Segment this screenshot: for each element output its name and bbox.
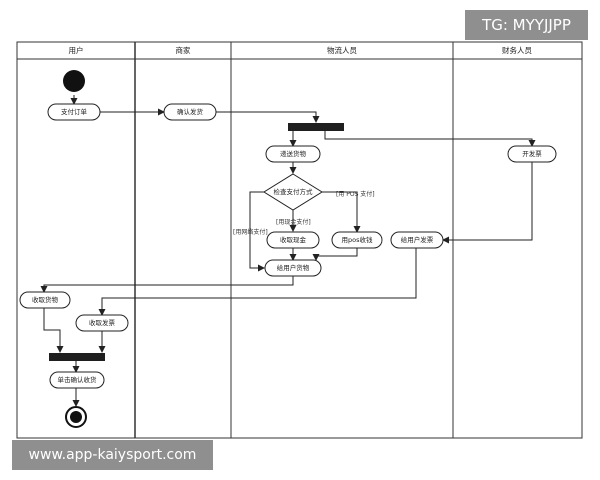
guard-cash: [用现金支付] <box>276 218 311 226</box>
action-issue-invoice-label: 开发票 <box>522 149 542 158</box>
action-give-invoice-label: 给用户发票 <box>401 235 434 244</box>
lane-header-user: 用户 <box>69 45 84 55</box>
action-give-invoice <box>390 231 444 249</box>
guard-pos: [用 POS 支付] <box>336 190 375 198</box>
edges <box>40 95 536 407</box>
action-confirm-ship <box>163 103 217 121</box>
action-receive-invoice <box>75 314 129 332</box>
watermark-bottom: www.app-kaiysport.com <box>12 440 213 470</box>
action-pos-payment <box>331 231 383 249</box>
action-confirm-receipt-label: 单击确认收货 <box>58 375 98 384</box>
action-pay-order-label: 支付订单 <box>61 107 88 116</box>
action-give-goods-label: 给用户货物 <box>277 263 310 272</box>
edge-decision-to-online <box>249 191 265 272</box>
lane-header-finance: 财务人员 <box>502 45 532 55</box>
action-pay-order <box>47 103 101 121</box>
action-collect-cash <box>266 231 320 249</box>
watermark-top: TG: MYYJJPP <box>465 10 588 40</box>
decision-check-payment-label: 检查支付方式 <box>274 187 314 196</box>
edge-confirm-ship-to-fork <box>216 111 320 123</box>
action-issue-invoice <box>507 145 557 163</box>
join-bar <box>49 353 105 361</box>
lane-header-merchant: 商家 <box>176 45 191 55</box>
action-give-goods <box>264 259 322 277</box>
action-deliver-goods-label: 递送货物 <box>280 149 307 158</box>
action-collect-cash-label: 收取现金 <box>280 235 307 244</box>
action-pos-payment-label: 用pos收钱 <box>342 235 373 244</box>
start-node <box>63 70 85 92</box>
edge-receive-goods-to-join <box>43 308 64 353</box>
guard-online: [用网络支付] <box>233 228 268 236</box>
swimlane-frame <box>16 41 583 439</box>
action-receive-goods <box>19 291 71 309</box>
edge-decision-to-pos <box>322 191 361 233</box>
action-confirm-ship-label: 确认发货 <box>177 107 204 116</box>
edge-fork-to-invoice <box>324 131 536 147</box>
end-node <box>65 406 87 428</box>
lane-header-logistics: 物流人员 <box>327 45 357 55</box>
edge-pos-to-give-goods <box>312 248 358 261</box>
edge-invoice-to-give-invoice <box>442 162 533 244</box>
edge-give-goods-to-receive-goods <box>40 276 294 293</box>
action-receive-goods-label: 收取货物 <box>32 295 59 304</box>
edge-give-invoice-to-receive-invoice <box>98 248 417 316</box>
action-confirm-receipt <box>49 371 105 389</box>
action-deliver-goods <box>265 145 321 163</box>
fork-bar <box>288 123 344 131</box>
action-receive-invoice-label: 收取发票 <box>89 318 116 327</box>
decision-check-payment <box>263 173 323 211</box>
